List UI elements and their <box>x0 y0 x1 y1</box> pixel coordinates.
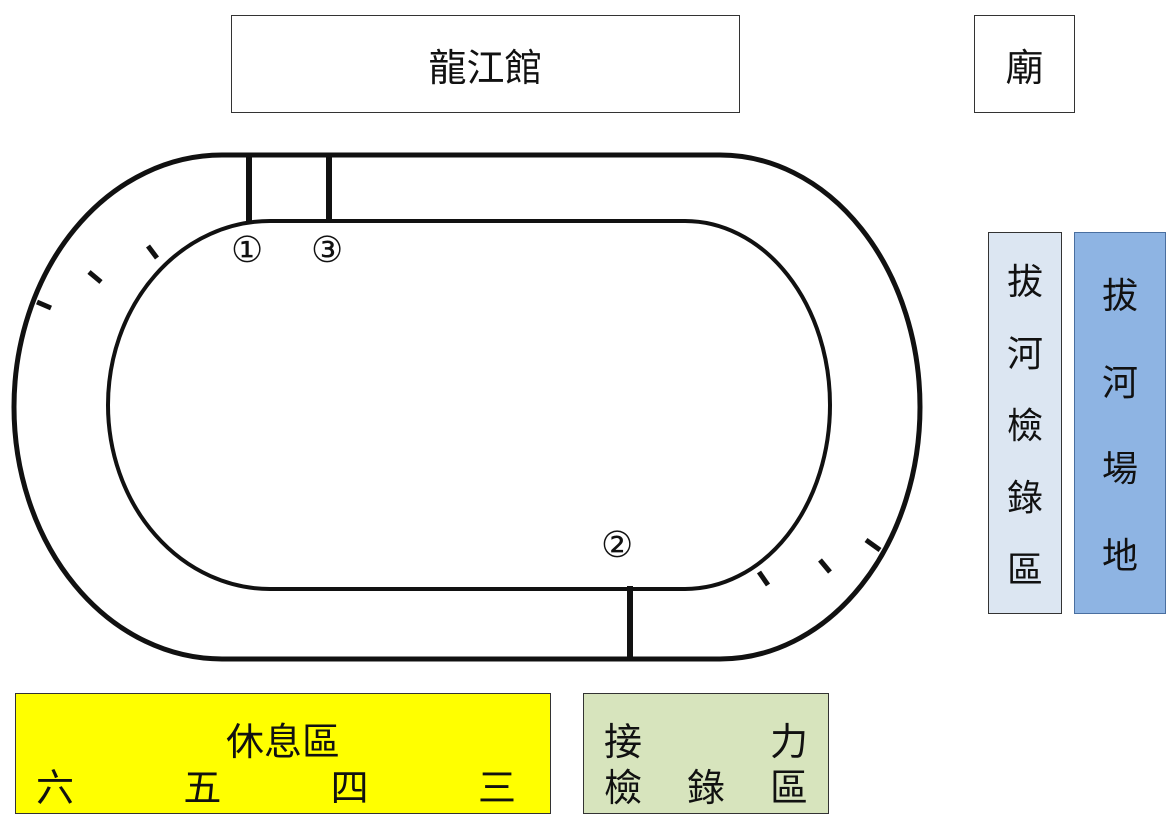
rest-area-number: 六 <box>36 766 75 810</box>
tow-field-char: 拔 <box>1101 276 1138 318</box>
relay-check-char: 區 <box>769 766 808 810</box>
tow-check-char: 區 <box>1006 550 1043 591</box>
tow-check-char: 拔 <box>1006 262 1043 303</box>
dash-mark <box>36 299 52 311</box>
track-outer-boundary <box>11 152 923 662</box>
tow-field-char: 地 <box>1101 535 1138 577</box>
rest-area-number: 三 <box>477 766 516 810</box>
tow-check-char: 河 <box>1006 334 1043 375</box>
rest-area-number: 四 <box>330 766 369 810</box>
relay-check-char: 錄 <box>686 766 725 810</box>
longjiang-hall-label: 龍江館 <box>428 45 543 90</box>
temple-box: 廟 <box>974 15 1075 113</box>
dash-mark <box>756 570 771 587</box>
relay-check-in-area: 接 力 檢 錄 區 <box>583 693 829 814</box>
start-marker-3: ③ <box>311 230 344 271</box>
temple-label: 廟 <box>1005 45 1044 90</box>
rest-area: 休息區 六 五 四 三 <box>15 693 551 814</box>
track-inner-boundary <box>106 219 832 591</box>
tow-field-char: 河 <box>1101 362 1138 404</box>
rest-area-title: 休息區 <box>225 720 340 764</box>
relay-check-char: 接 <box>604 720 643 764</box>
start-marker-2: ② <box>601 525 634 566</box>
tug-of-war-field: 拔 河 場 地 <box>1074 232 1166 614</box>
relay-check-char: 力 <box>769 720 808 764</box>
dash-mark <box>818 558 832 574</box>
tow-check-char: 錄 <box>1006 478 1043 519</box>
dash-mark <box>146 244 159 260</box>
tow-field-char: 場 <box>1101 449 1138 491</box>
dash-mark <box>864 537 882 553</box>
tug-of-war-check-in-area: 拔 河 檢 錄 區 <box>988 232 1062 614</box>
tow-check-char: 檢 <box>1006 406 1043 447</box>
dash-mark <box>87 270 103 284</box>
rest-area-number: 五 <box>183 766 222 810</box>
start-marker-1: ① <box>231 230 264 271</box>
relay-check-char: 檢 <box>604 766 643 810</box>
longjiang-hall-box: 龍江館 <box>231 15 740 113</box>
